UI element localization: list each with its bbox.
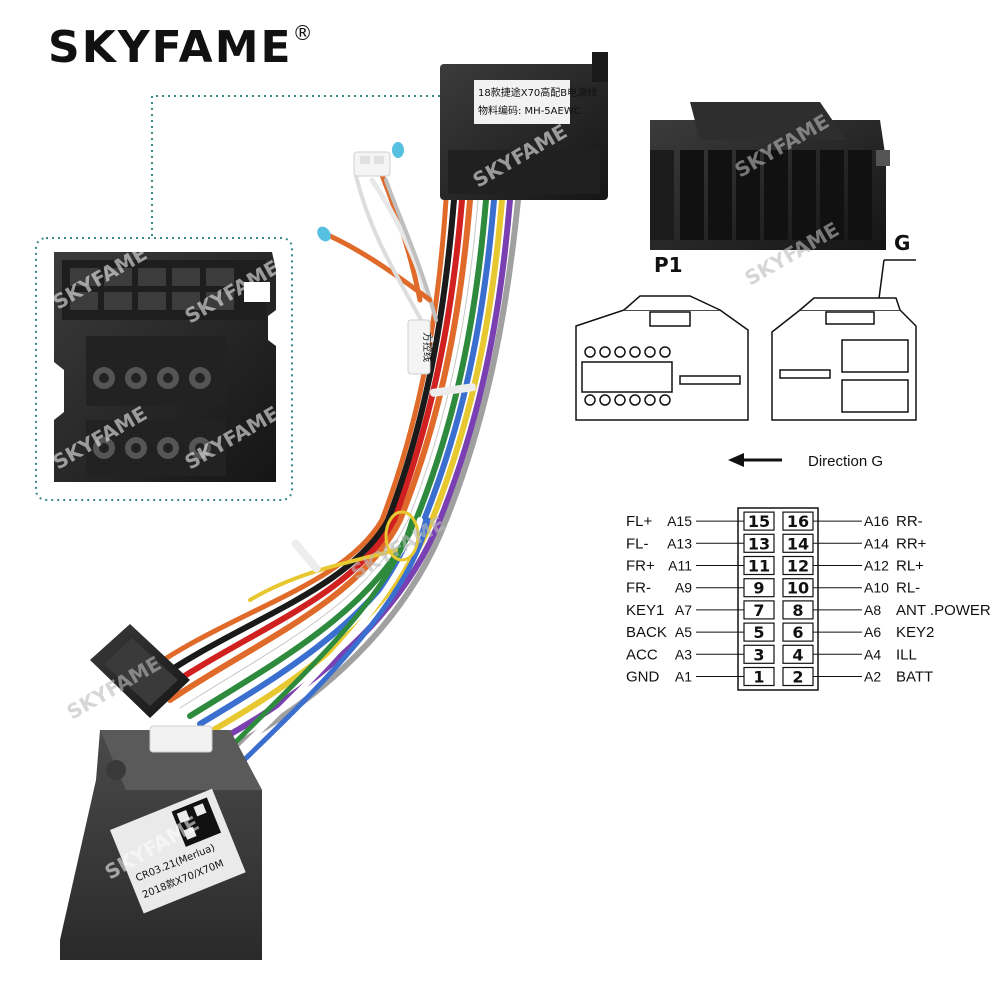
pin-label: FR+: [626, 558, 655, 575]
pin-label: RL+: [896, 558, 924, 575]
pin-label: FL+: [626, 513, 653, 530]
pin-label: KEY2: [896, 624, 934, 641]
pin-code: A16: [864, 513, 889, 529]
top-connector: 18款捷途X70高配B电源线 物料编码: MH-5AEWC: [440, 52, 608, 200]
pin-label: RL-: [896, 580, 920, 597]
pin-code: A4: [864, 646, 881, 662]
pin-number: 11: [748, 557, 770, 576]
harness-tag-line1: 18款捷途X70高配B电源线: [478, 86, 597, 99]
pin-code: A13: [667, 535, 692, 551]
pin-number: 16: [787, 512, 809, 531]
brand-logo: SKYFAME®: [48, 21, 315, 73]
pin-number: 13: [748, 534, 770, 553]
g-connector-drawing: [771, 297, 917, 421]
harness-tag-line2: 物料编码: MH-5AEWC: [478, 104, 581, 117]
p1-label: P1: [654, 253, 683, 277]
pin-code: A5: [675, 624, 692, 640]
pin-number: 9: [753, 579, 764, 598]
pin-label: ILL: [896, 646, 917, 663]
decoder-box: CR03.21(Merlua) 2018款X70/X70M: [60, 725, 262, 960]
pin-label: RR-: [896, 513, 923, 530]
pin-number: 4: [792, 645, 803, 664]
lower-connector: [90, 624, 190, 718]
car-connector-closeup: [54, 252, 276, 482]
pin-number: 5: [753, 623, 764, 642]
pin-code: A10: [864, 580, 889, 596]
pin-code: A3: [675, 646, 692, 662]
pin-label: FL-: [626, 535, 649, 552]
pin-label: ANT .POWER: [896, 602, 991, 619]
registered-mark: ®: [292, 21, 315, 46]
pin-number: 6: [792, 623, 803, 642]
pin-code: A6: [864, 624, 881, 640]
pin-number: 1: [753, 668, 764, 687]
pin-code: A14: [864, 535, 889, 551]
brand-name: SKYFAME: [48, 22, 293, 73]
pin-label: KEY1: [626, 602, 664, 619]
direction-arrow: [728, 453, 782, 467]
pinout-diagram: 15A15FL+13A13FL-11A11FR+9A9FR-7A7KEY15A5…: [626, 507, 991, 691]
pin-label: BACK: [626, 624, 667, 641]
pin-code: A11: [668, 558, 692, 574]
pin-label: BATT: [896, 669, 933, 686]
pin-code: A1: [675, 669, 692, 685]
cable-tie: [430, 383, 476, 397]
direction-label: Direction G: [808, 453, 883, 470]
zoom-panel: [35, 237, 293, 501]
wire-bundle: [137, 167, 521, 767]
pin-code: A15: [667, 513, 692, 529]
pin-label: RR+: [896, 535, 927, 552]
cable-tie: [291, 539, 321, 573]
wire-tag: 方控线: [407, 319, 434, 375]
pin-label: GND: [626, 669, 660, 686]
pin-number: 10: [787, 579, 809, 598]
leader-line: [151, 95, 452, 238]
g-label: G: [894, 231, 910, 255]
pin-number: 2: [792, 668, 803, 687]
pin-code: A8: [864, 602, 881, 618]
small-white-plug: [317, 142, 404, 242]
pin-number: 3: [753, 645, 764, 664]
pin-label: ACC: [626, 646, 658, 663]
g-connector-photo: [650, 102, 890, 250]
p1-connector-drawing: [575, 295, 749, 421]
pin-number: 15: [748, 512, 770, 531]
pin-code: A12: [864, 558, 889, 574]
pin-code: A7: [675, 602, 692, 618]
pin-number: 8: [792, 601, 803, 620]
wire-tag-text: 方控线: [421, 332, 434, 362]
pin-code: A2: [864, 669, 881, 685]
cable-tie: [384, 510, 420, 562]
pin-code: A9: [675, 580, 692, 596]
pin-number: 12: [787, 557, 809, 576]
pin-number: 7: [753, 601, 764, 620]
pin-number: 14: [787, 534, 809, 553]
pin-label: FR-: [626, 580, 651, 597]
